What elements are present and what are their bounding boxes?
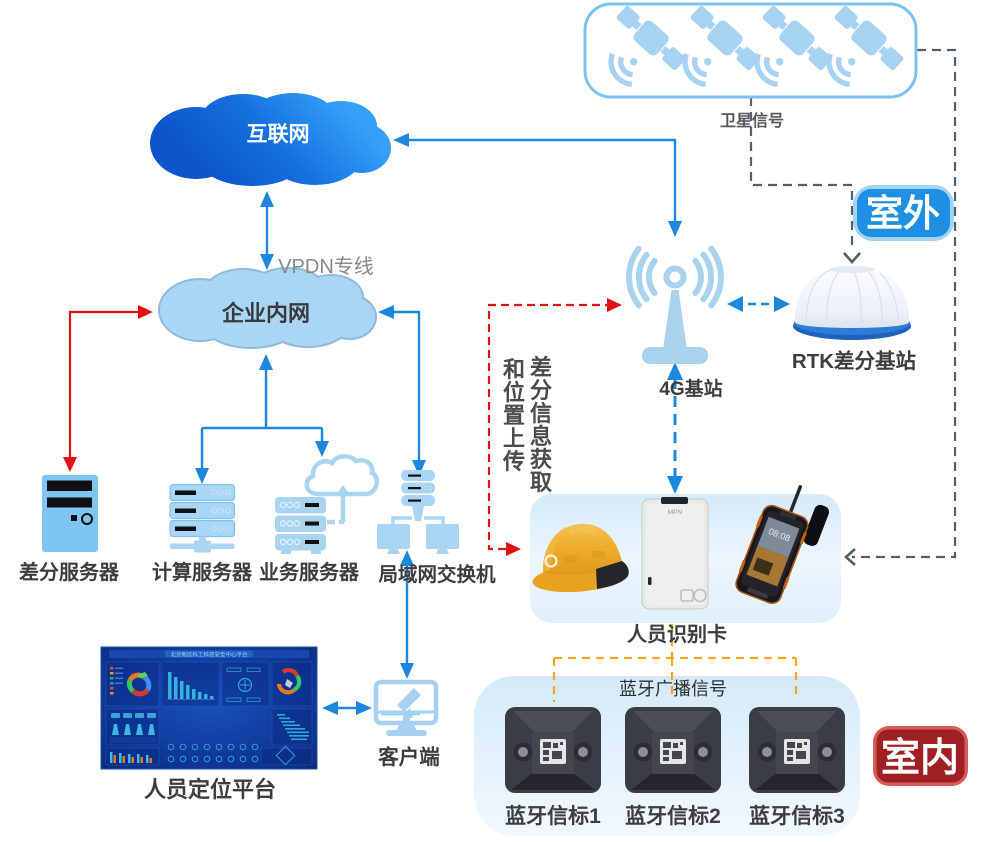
svg-text:局域网交换机: 局域网交换机	[377, 563, 496, 586]
svg-text:蓝牙信标1: 蓝牙信标1	[505, 804, 601, 828]
svg-text:取: 取	[530, 470, 552, 495]
svg-text:客户端: 客户端	[377, 745, 440, 769]
svg-text:置: 置	[503, 403, 525, 428]
svg-text:互联网: 互联网	[247, 123, 310, 146]
svg-text:蓝牙广播信号: 蓝牙广播信号	[619, 679, 727, 699]
svg-text:MPN: MPN	[668, 509, 683, 516]
svg-text:分: 分	[530, 378, 552, 403]
svg-text:北京新区科工科技安全中心平台: 北京新区科工科技安全中心平台	[170, 651, 248, 659]
svg-text:息: 息	[530, 424, 552, 449]
svg-text:RTK差分基站: RTK差分基站	[792, 349, 917, 373]
svg-text:位: 位	[503, 380, 525, 405]
svg-text:蓝牙信标2: 蓝牙信标2	[625, 804, 721, 828]
svg-text:蓝牙信标3: 蓝牙信标3	[749, 804, 845, 828]
svg-text:和: 和	[503, 357, 525, 382]
svg-text:计算服务器: 计算服务器	[152, 560, 253, 584]
svg-text:VPDN专线: VPDN专线	[278, 255, 374, 278]
svg-text:上: 上	[503, 426, 525, 451]
svg-text:企业内网: 企业内网	[221, 301, 310, 326]
svg-text:人员识别卡: 人员识别卡	[627, 623, 727, 646]
svg-text:室外: 室外	[866, 192, 940, 234]
svg-text:传: 传	[502, 449, 525, 474]
svg-text:卫星信号: 卫星信号	[720, 111, 784, 130]
svg-text:人员定位平台: 人员定位平台	[144, 777, 276, 802]
svg-text:4G基站: 4G基站	[659, 377, 722, 400]
svg-text:室内: 室内	[881, 737, 959, 780]
svg-text:业务服务器: 业务服务器	[259, 560, 360, 584]
svg-text:差分服务器: 差分服务器	[19, 560, 120, 584]
svg-text:获: 获	[530, 447, 552, 472]
svg-text:差: 差	[530, 355, 552, 380]
svg-text:信: 信	[530, 401, 552, 426]
